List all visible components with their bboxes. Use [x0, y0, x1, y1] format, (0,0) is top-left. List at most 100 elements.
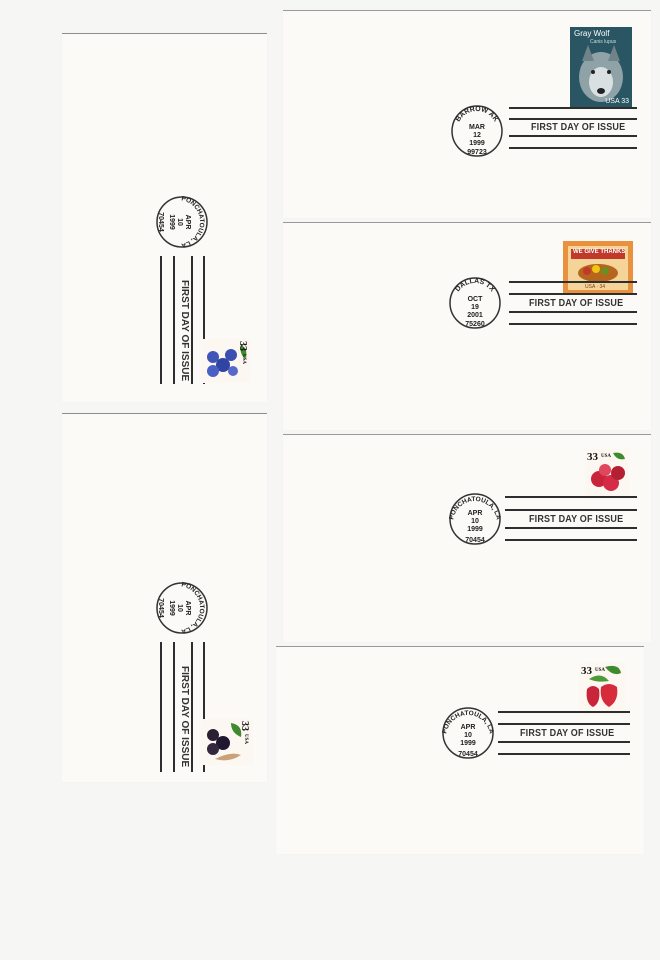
postmark-day: 12 — [473, 132, 481, 139]
postmark-circle: PONCHATOULA, LA APR 10 1999 70454 — [156, 581, 208, 635]
postmark-year: 1999 — [460, 740, 476, 747]
cancel-line — [509, 311, 637, 313]
cancel-line — [509, 323, 637, 325]
postmark-zip: 70454 — [458, 751, 478, 758]
postmark-year: 2001 — [467, 312, 483, 319]
cover-blackberry: PONCHATOULA, LA APR 10 1999 70454 FIRST … — [62, 413, 267, 782]
cancel-line — [498, 741, 630, 743]
wolf-stamp-usa: USA 33 — [605, 98, 629, 105]
blackberry-usa: USA — [243, 734, 248, 744]
postmark-circle: DALLAS TX OCT 19 2001 75260 — [449, 277, 501, 329]
postmark-circle: BARROW AK MAR 12 1999 99723 — [451, 105, 503, 157]
postmark-day: 10 — [471, 518, 479, 525]
fdoi-text: FIRST DAY OF ISSUE — [531, 122, 626, 133]
postmark-day: 10 — [176, 604, 183, 612]
cover-raspberry: 33 USA PONCHATOULA, LA APR 10 1999 70454… — [283, 434, 651, 642]
postmark-circle: PONCHATOULA, LA APR 10 1999 70454 — [448, 493, 502, 545]
cover-blueberry: PONCHATOULA, LA APR 10 1999 70454 FIRST … — [62, 33, 267, 402]
blueberry-denom: 33 — [237, 341, 248, 351]
cancel-line — [191, 256, 193, 384]
postmark-year: 1999 — [467, 526, 483, 533]
cancel-line — [160, 642, 162, 772]
postmark-zip: 70454 — [465, 537, 485, 544]
fdoi-text: FIRST DAY OF ISSUE — [520, 728, 615, 739]
postmark-zip: 99723 — [467, 149, 487, 156]
stamp-strawberry: 33 USA — [579, 663, 625, 715]
postmark-zip: 70454 — [157, 598, 164, 618]
cover-gray-wolf: Gray Wolf Canis lupus USA 33 BARROW AK M… — [283, 10, 651, 218]
cancel-line — [509, 147, 637, 149]
postmark-ponchatoula-strawberry: PONCHATOULA, LA APR 10 1999 70454 — [440, 705, 496, 761]
svg-text:BARROW AK: BARROW AK — [455, 106, 499, 123]
cancel-line — [173, 256, 175, 384]
cancel-line — [498, 711, 630, 713]
cancel-line — [509, 118, 637, 120]
postmark-year: 1999 — [469, 140, 485, 147]
svg-text:DALLAS TX: DALLAS TX — [454, 278, 496, 294]
thanks-stamp-banner: WE GIVE THANKS — [573, 249, 626, 255]
cancel-line — [203, 642, 205, 772]
postmark-day: 10 — [176, 218, 183, 226]
blueberry-stamp-art — [201, 339, 251, 383]
postmark-month: OCT — [468, 296, 484, 303]
raspberry-usa: USA — [601, 454, 611, 459]
wolf-stamp-subtitle: Canis lupus — [590, 39, 617, 45]
blackberry-denom: 33 — [239, 721, 250, 731]
stamp-raspberry: 33 USA — [585, 449, 629, 499]
stamp-blueberry: 33 USA — [201, 339, 251, 383]
cancel-line — [505, 509, 637, 511]
stamp-we-give-thanks: WE GIVE THANKS USA · 34 — [563, 241, 633, 295]
postmark-ponchatoula-blackberry: PONCHATOULA, LA APR 10 1999 70454 — [154, 580, 210, 636]
postmark-day: 10 — [464, 732, 472, 739]
wolf-stamp-title: Gray Wolf — [574, 29, 610, 38]
postmark-year: 1999 — [168, 214, 175, 230]
blackberry-stamp-art — [201, 719, 253, 765]
postmark-city: DALLAS TX — [454, 278, 496, 294]
fdoi-text: FIRST DAY OF ISSUE — [179, 666, 190, 768]
fdoi-text: FIRST DAY OF ISSUE — [529, 298, 624, 309]
stamp-blackberry: 33 USA — [201, 719, 253, 765]
cancel-line — [509, 293, 637, 295]
fdoi-text: FIRST DAY OF ISSUE — [179, 280, 190, 382]
postmark-barrow: BARROW AK MAR 12 1999 99723 — [449, 103, 505, 159]
postmark-city: BARROW AK — [455, 106, 499, 123]
cancel-line — [509, 107, 637, 109]
cancel-line — [191, 642, 193, 772]
postmark-day: 19 — [471, 304, 479, 311]
cancel-line — [498, 753, 630, 755]
cancel-line — [505, 496, 637, 498]
postmark-month: MAR — [469, 124, 485, 131]
stamp-gray-wolf: Gray Wolf Canis lupus USA 33 — [570, 27, 632, 107]
blueberry-usa: USA — [241, 354, 246, 364]
postmark-zip: 70454 — [157, 212, 164, 232]
cancel-line — [509, 281, 637, 283]
postmark-year: 1999 — [168, 600, 175, 616]
postmark-ponchatoula-raspberry: PONCHATOULA, LA APR 10 1999 70454 — [447, 491, 503, 547]
thanks-stamp-art — [563, 241, 633, 295]
fdoi-text: FIRST DAY OF ISSUE — [529, 514, 624, 525]
raspberry-stamp-art — [585, 449, 629, 499]
cancel-line — [509, 135, 637, 137]
postmark-circle: PONCHATOULA, LA APR 10 1999 70454 — [156, 195, 208, 249]
postmark-month: APR — [461, 724, 476, 731]
postmark-month: APR — [468, 510, 483, 517]
postmark-circle: PONCHATOULA, LA APR 10 1999 70454 — [441, 707, 495, 759]
cancel-line — [173, 642, 175, 772]
postmark-zip: 75260 — [465, 321, 485, 328]
cancel-line — [498, 723, 630, 725]
strawberry-denom: 33 — [581, 665, 593, 677]
postmark-month: APR — [184, 215, 191, 230]
postmark-ponchatoula-blueberry: PONCHATOULA, LA APR 10 1999 70454 — [154, 194, 210, 250]
cover-strawberry: 33 USA PONCHATOULA, LA APR 10 1999 70454… — [276, 646, 644, 854]
postmark-month: APR — [184, 601, 191, 616]
cancel-line — [505, 539, 637, 541]
cancel-line — [160, 256, 162, 384]
postmark-dallas: DALLAS TX OCT 19 2001 75260 — [447, 275, 503, 331]
strawberry-usa: USA — [595, 668, 605, 673]
strawberry-stamp-art — [579, 663, 625, 715]
cancel-line — [505, 527, 637, 529]
cover-we-give-thanks: WE GIVE THANKS USA · 34 DALLAS TX OCT 19… — [283, 222, 651, 430]
thanks-stamp-usa: USA · 34 — [585, 284, 606, 290]
wolf-stamp-art — [570, 27, 632, 107]
raspberry-denom: 33 — [587, 451, 599, 463]
